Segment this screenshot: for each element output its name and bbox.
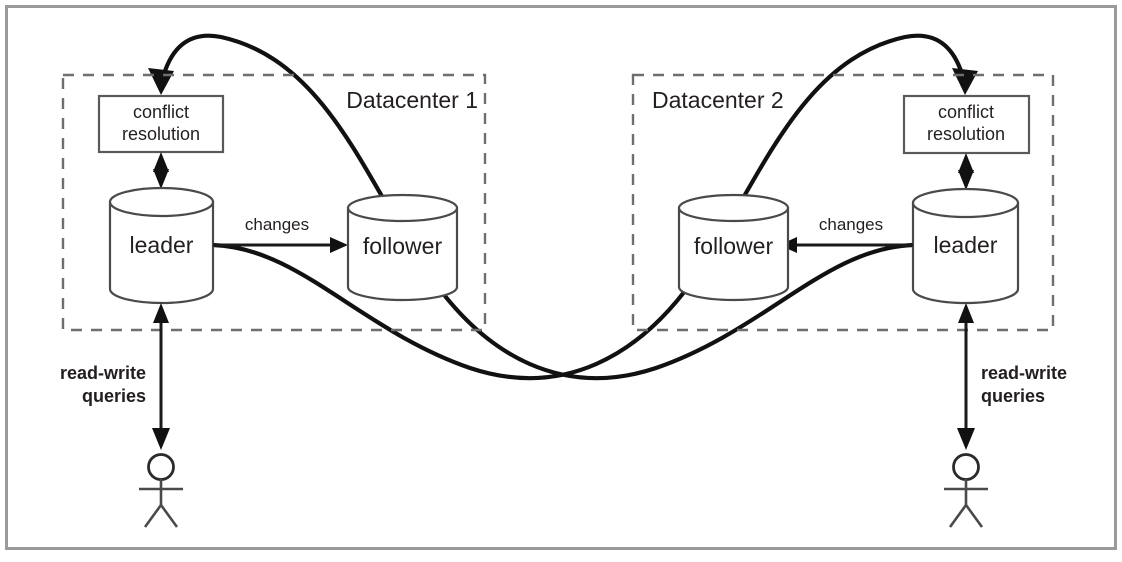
dc1-changes-arrowhead — [330, 237, 348, 253]
dc2-follower-label: follower — [694, 233, 774, 259]
dc1-leader-cylinder-body — [108, 200, 215, 305]
dc2-leader-label: leader — [934, 232, 998, 258]
dc2-leader-cylinder-top — [911, 187, 1020, 219]
dc2-conflict-resolution-line2: resolution — [927, 124, 1005, 144]
dc1-conflict-resolution-line2: resolution — [122, 124, 200, 144]
datacenter-2-boundary — [631, 73, 1055, 332]
dc2-follower-cylinder-top — [677, 193, 790, 223]
dc2-cr-leader-arrowhead-down — [958, 170, 974, 190]
cross-link-dc2-arrowhead — [148, 68, 174, 95]
dc1-client-query-label-line2: queries — [82, 386, 146, 406]
dc2-client-head-icon — [952, 453, 980, 481]
dc1-cr-leader-arrowhead-down — [153, 169, 169, 189]
figure-frame — [5, 5, 1117, 550]
cross-link-dc1-to-dc2-curve — [212, 33, 965, 381]
dc2-client-query-label-line1: read-write — [981, 363, 1067, 383]
dc2-leader-cylinder-body — [911, 201, 1020, 305]
dc2-client-stick-figure — [944, 453, 988, 528]
cross-link-dc1-arrowhead — [952, 68, 978, 95]
datacenter-1-boundary — [61, 73, 487, 332]
dc1-client-query-label-line1: read-write — [60, 363, 146, 383]
dc2-client-query-arrowhead-down — [957, 428, 975, 450]
dc1-client-query-arrowhead-up — [153, 303, 169, 323]
dc1-conflict-resolution-line1: conflict — [133, 102, 189, 122]
dc2-cr-leader-arrowhead-up — [958, 153, 974, 173]
dc1-conflict-resolution-box — [97, 94, 225, 154]
dc1-client-leg-left — [143, 504, 163, 528]
dc1-follower-label: follower — [363, 233, 443, 259]
dc2-changes-label: changes — [819, 215, 883, 234]
dc1-changes-label: changes — [245, 215, 309, 234]
dc1-follower-cylinder-top — [346, 193, 459, 223]
dc1-leader-label: leader — [130, 232, 194, 258]
dc2-client-leg-right — [964, 504, 984, 528]
dc2-conflict-resolution-box — [902, 94, 1031, 155]
dc1-client-head-icon — [147, 453, 175, 481]
dc1-client-query-arrowhead-down — [152, 428, 170, 450]
dc1-cr-leader-arrowhead-up — [153, 152, 169, 172]
dc2-client-query-arrowhead-up — [958, 303, 974, 323]
dc2-follower-cylinder-body — [677, 206, 790, 302]
dc2-client-query-label-line2: queries — [981, 386, 1045, 406]
dc1-client-stick-figure — [139, 453, 183, 528]
datacenter-2-label: Datacenter 2 — [652, 87, 784, 113]
cross-link-dc2-to-dc1-curve — [161, 33, 914, 381]
dc2-client-leg-left — [948, 504, 968, 528]
datacenter-1-label: Datacenter 1 — [346, 87, 478, 113]
dc2-conflict-resolution-line1: conflict — [938, 102, 994, 122]
dc1-follower-cylinder-body — [346, 206, 459, 302]
dc1-client-leg-right — [159, 504, 179, 528]
dc1-leader-cylinder-top — [108, 186, 215, 218]
